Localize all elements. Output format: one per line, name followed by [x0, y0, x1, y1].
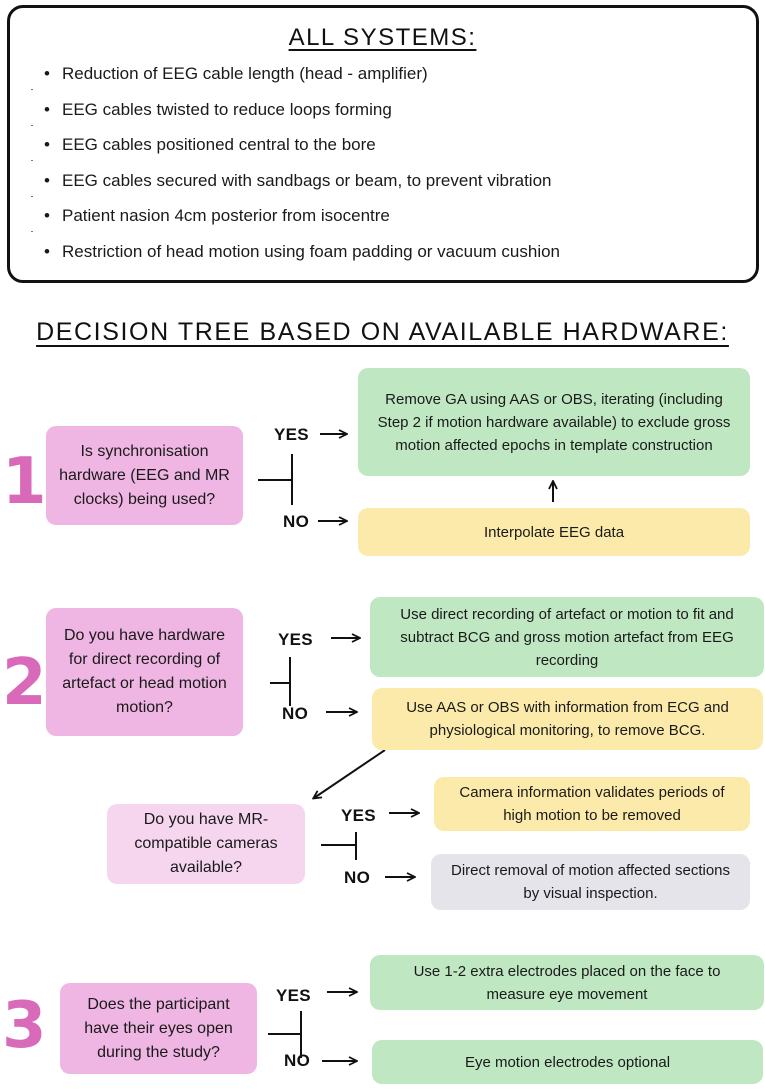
step-number-1: 1 — [2, 445, 47, 519]
action-text-2-no: Use AAS or OBS with information from ECG… — [406, 699, 729, 739]
action-box-2-no: Use AAS or OBS with information from ECG… — [372, 688, 763, 750]
question-box-1: Is synchronisation hardware (EEG and MR … — [46, 426, 243, 525]
action-box-3-yes: Use 1-2 extra electrodes placed on the f… — [370, 955, 764, 1010]
bullet-icon: • — [44, 206, 50, 226]
list-item-text: Patient nasion 4cm posterior from isocen… — [62, 206, 390, 226]
divider — [31, 89, 33, 90]
all-systems-panel — [7, 5, 759, 283]
divider — [31, 124, 33, 126]
all-systems-list: • Reduction of EEG cable length (head - a… — [31, 62, 744, 276]
action-box-1-yes: Remove GA using AAS or OBS, iterating (i… — [358, 368, 750, 476]
yes-label-2: YES — [278, 630, 313, 649]
question-text-1: Is synchronisation hardware (EEG and MR … — [59, 442, 230, 508]
action-text-1-yes: Remove GA using AAS or OBS, iterating (i… — [377, 390, 731, 454]
no-label-1: NO — [283, 512, 310, 531]
list-item-text: EEG cables positioned central to the bor… — [62, 135, 376, 155]
all-systems-title: ALL SYSTEMS: — [288, 24, 477, 51]
step-number-3: 3 — [2, 989, 47, 1063]
bullet-icon: • — [44, 241, 50, 261]
action-box-cameras-no: Direct removal of motion affected sectio… — [431, 854, 750, 910]
action-box-cameras-yes: Camera information validates periods of … — [434, 777, 750, 831]
divider — [31, 231, 33, 233]
list-item: • EEG cables secured with sandbags or bea… — [31, 169, 744, 205]
no-label-cameras: NO — [344, 868, 371, 887]
no-label-2: NO — [282, 704, 309, 723]
arrow-down-2 — [314, 749, 386, 798]
question-box-2: Do you have hardware for direct recordin… — [46, 608, 243, 736]
question-text-3: Does the participant have their eyes ope… — [84, 995, 233, 1061]
bullet-icon: • — [44, 135, 50, 155]
question-box-cameras: Do you have MR-compatible cameras availa… — [107, 804, 305, 884]
no-label-3: NO — [284, 1051, 311, 1070]
question-box-3: Does the participant have their eyes ope… — [60, 983, 257, 1074]
action-box-3-no: Eye motion electrodes optional — [372, 1040, 763, 1084]
list-item-text: Restriction of head motion using foam pa… — [62, 241, 561, 261]
list-item: • Patient nasion 4cm posterior from isoce… — [31, 204, 744, 240]
step-number-2: 2 — [2, 646, 47, 720]
list-item-text: EEG cables secured with sandbags or beam… — [62, 170, 552, 190]
yes-label-cameras: YES — [341, 806, 376, 825]
question-text-2: Do you have hardware for direct recordin… — [62, 627, 227, 716]
decision-tree-title: DECISION TREE BASED ON AVAILABLE HARDWAR… — [36, 318, 729, 346]
action-text-cameras-no: Direct removal of motion affected sectio… — [450, 862, 731, 902]
list-item-text: Reduction of EEG cable length (head - am… — [62, 64, 428, 83]
bullet-icon: • — [44, 170, 50, 190]
action-text-3-no: Eye motion electrodes optional — [464, 1053, 671, 1071]
divider — [31, 160, 33, 162]
list-item: • EEG cables twisted to reduce loops form… — [31, 98, 744, 134]
action-text-2-yes: Use direct recording of artefact or moti… — [400, 605, 734, 669]
action-text-3-yes: Use 1-2 extra electrodes placed on the f… — [413, 962, 721, 1003]
bullet-icon: • — [44, 64, 50, 83]
bullet-icon: • — [44, 99, 50, 119]
action-box-2-yes: Use direct recording of artefact or moti… — [370, 597, 764, 677]
list-item: • Reduction of EEG cable length (head - a… — [31, 62, 744, 98]
list-item: • EEG cables positioned central to the bo… — [31, 133, 744, 169]
yes-label-1: YES — [274, 425, 309, 444]
list-item-text: EEG cables twisted to reduce loops formi… — [62, 99, 392, 119]
action-text-cameras-yes: Camera information validates periods of … — [459, 784, 725, 824]
action-text-1-no: Interpolate EEG data — [483, 523, 625, 541]
list-item: • Restriction of head motion using foam p… — [44, 240, 744, 276]
question-text-cameras: Do you have MR-compatible cameras availa… — [134, 811, 278, 876]
action-box-1-no: Interpolate EEG data — [358, 508, 750, 556]
divider — [31, 195, 33, 197]
yes-label-3: YES — [276, 986, 311, 1005]
